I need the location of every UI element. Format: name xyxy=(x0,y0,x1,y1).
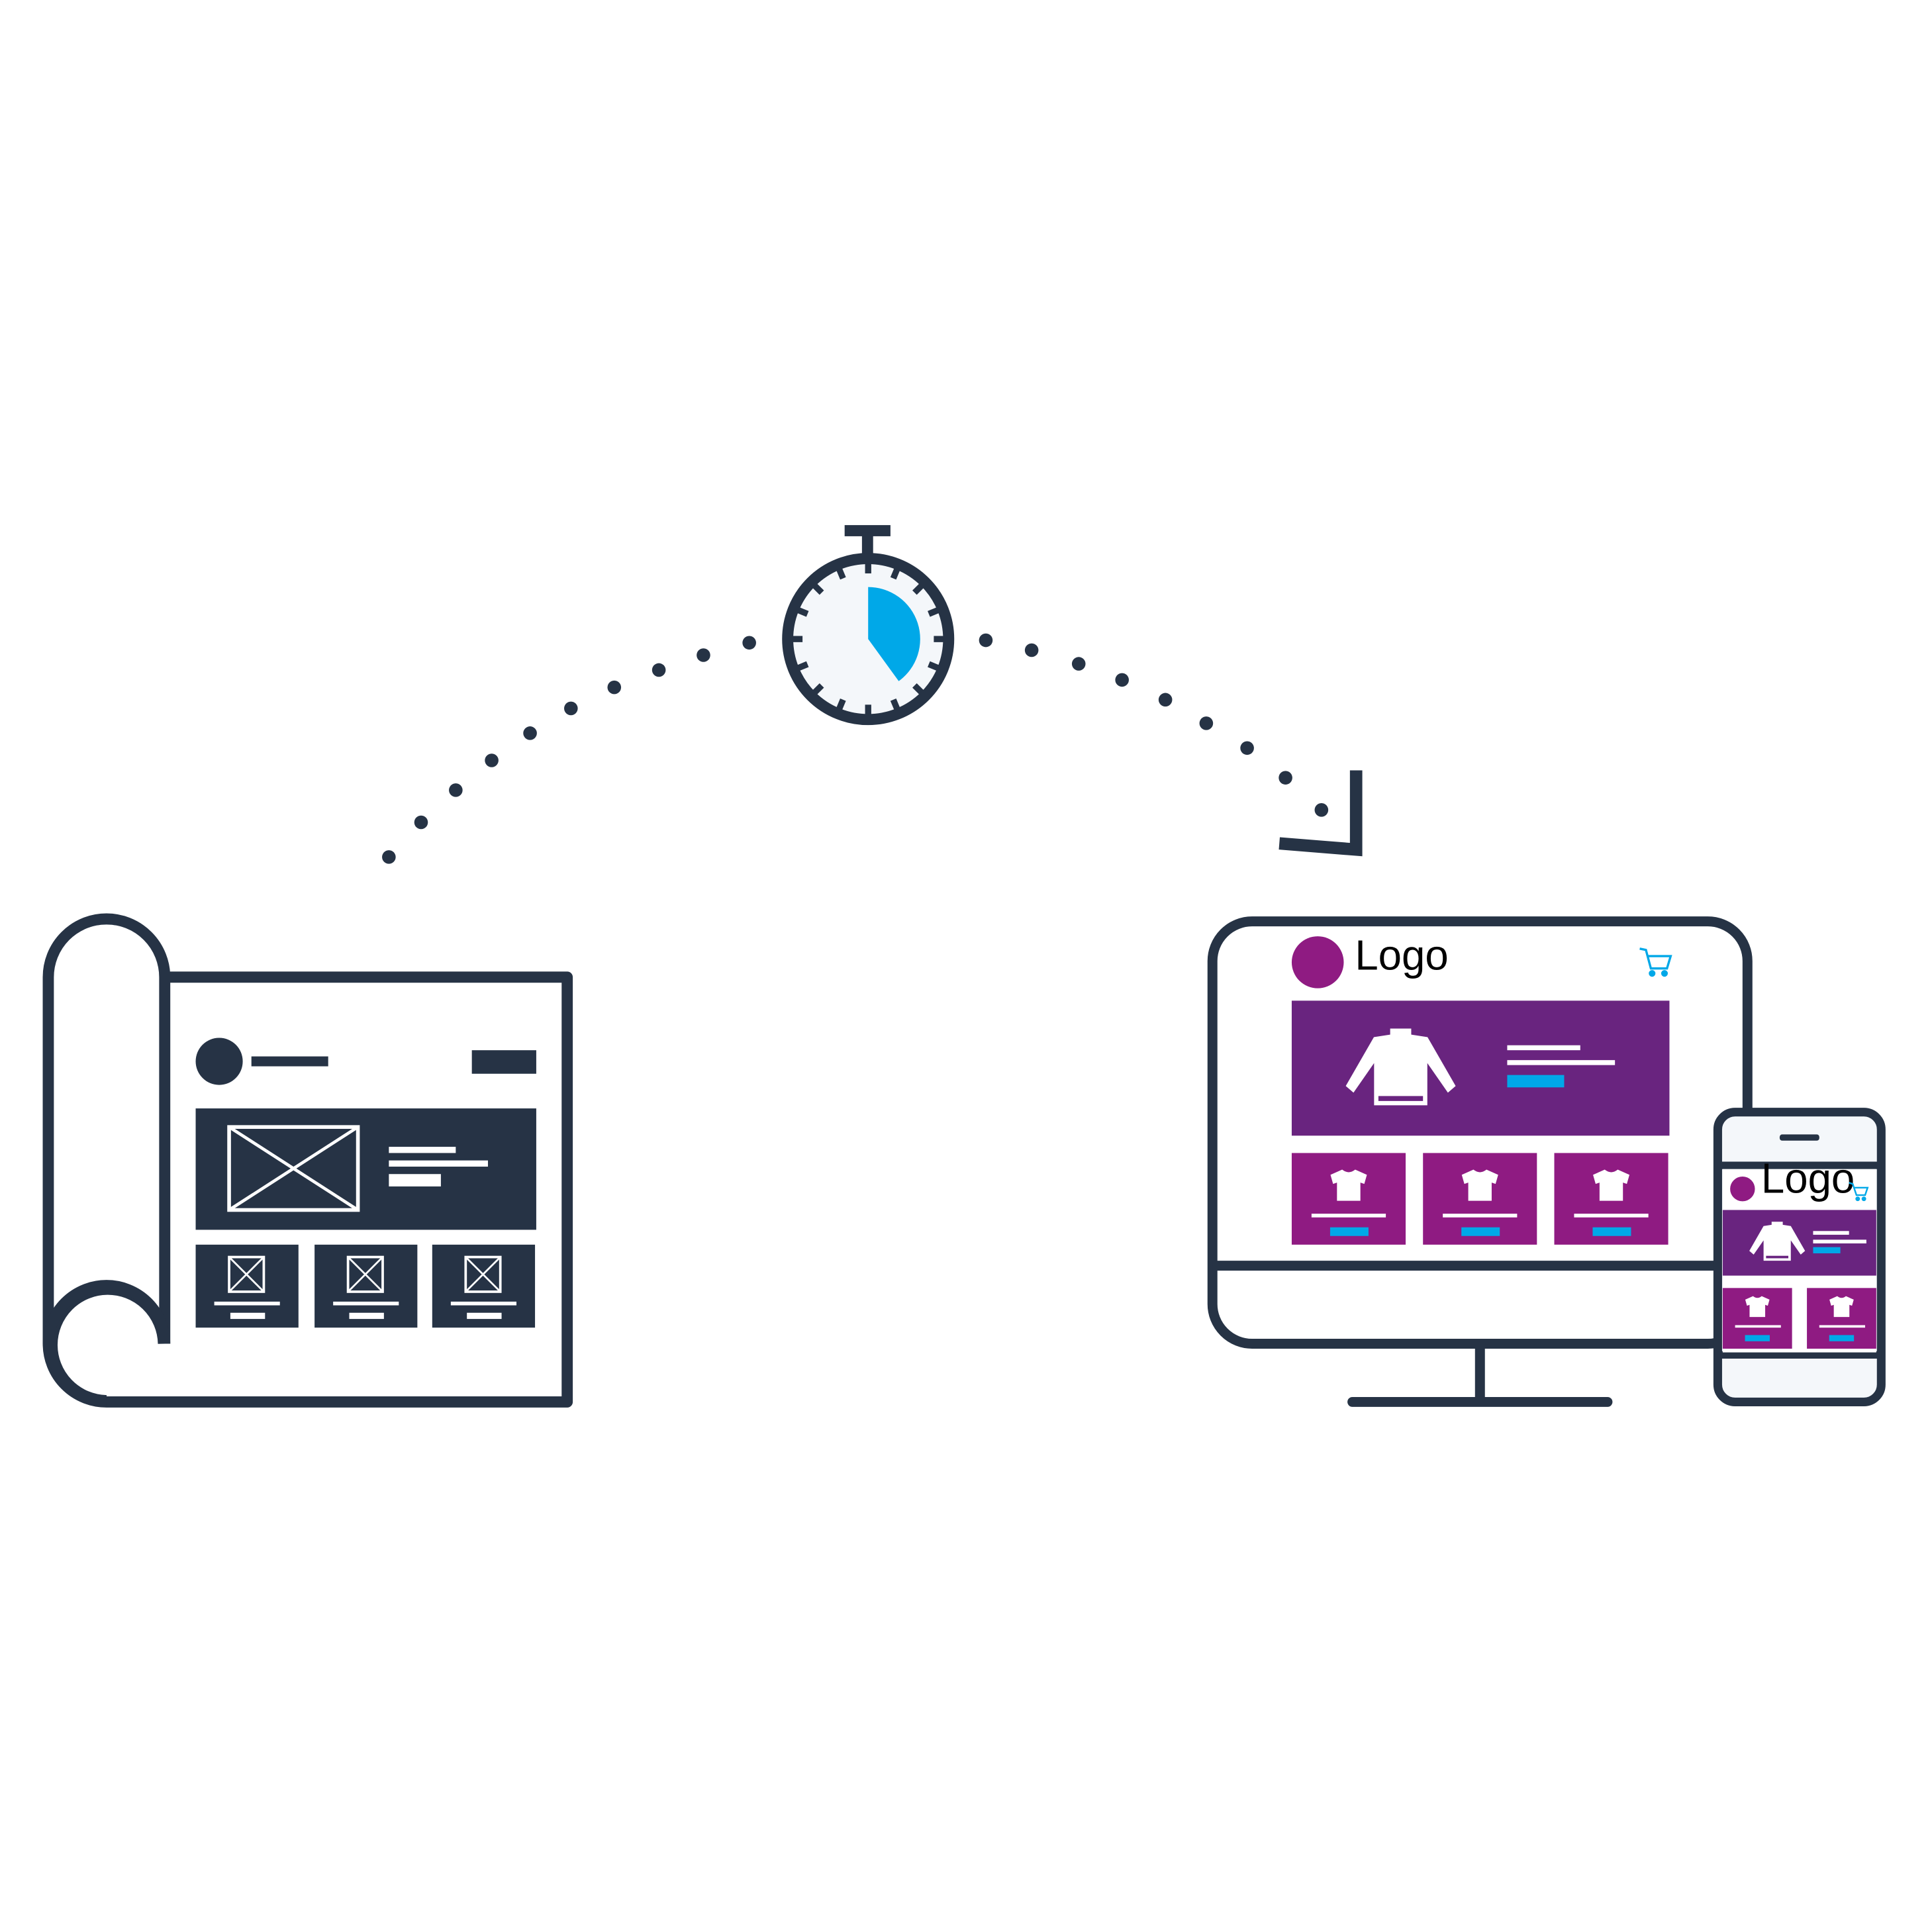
wireframe-products xyxy=(195,1244,536,1328)
cart-icon[interactable] xyxy=(1639,947,1672,977)
desktop-hero-banner xyxy=(1291,1000,1670,1136)
tshirt-icon xyxy=(1745,1296,1770,1318)
product-card[interactable] xyxy=(1722,1288,1792,1349)
wireframe-header xyxy=(195,1038,536,1085)
stopwatch-tick xyxy=(836,567,846,580)
stopwatch-tick xyxy=(890,567,900,580)
stopwatch-tick xyxy=(797,661,809,671)
phone-icon: Logo xyxy=(1713,1108,1886,1406)
phone-logo-mark xyxy=(1730,1176,1755,1202)
cart-icon[interactable] xyxy=(1849,1182,1869,1202)
phone-hero-banner xyxy=(1722,1210,1876,1276)
desktop-logo-text: Logo xyxy=(1355,932,1448,979)
stopwatch-tick xyxy=(912,583,924,595)
stopwatch-tick xyxy=(928,607,940,617)
stopwatch-tick xyxy=(928,661,940,671)
wireframe-product-tile xyxy=(195,1244,299,1328)
tshirt-icon xyxy=(1461,1169,1498,1201)
stopwatch-tick xyxy=(836,698,846,710)
desktop-monitor-icon: Logo xyxy=(1207,916,1753,1407)
product-card[interactable] xyxy=(1554,1153,1668,1245)
product-card[interactable] xyxy=(1807,1288,1876,1349)
stopwatch-progress xyxy=(868,587,920,681)
stopwatch-tick xyxy=(797,607,809,617)
stopwatch-tick xyxy=(890,698,900,710)
wireframe-hero xyxy=(195,1108,536,1230)
progress-arc xyxy=(382,633,1329,864)
stopwatch-icon xyxy=(782,525,955,726)
tshirt-icon xyxy=(1829,1296,1854,1318)
tshirt-icon xyxy=(1330,1169,1367,1201)
wireframe-product-tile xyxy=(314,1244,418,1328)
product-card[interactable] xyxy=(1291,1153,1406,1245)
stopwatch-tick xyxy=(812,583,824,595)
stopwatch-tick xyxy=(912,683,924,695)
product-card[interactable] xyxy=(1423,1153,1537,1245)
phone-logo-text: Logo xyxy=(1761,1155,1855,1202)
arrow-head-icon xyxy=(1279,770,1363,857)
wireframe-product-tile xyxy=(432,1244,536,1328)
stopwatch-tick xyxy=(812,683,824,695)
desktop-logo-mark xyxy=(1291,936,1344,989)
sweater-icon xyxy=(1344,1027,1457,1107)
desktop-product-grid xyxy=(1291,1153,1668,1245)
phone-product-grid xyxy=(1722,1288,1876,1349)
sweater-icon xyxy=(1749,1222,1806,1261)
blueprint-scroll-icon xyxy=(42,913,573,1408)
tshirt-icon xyxy=(1593,1169,1630,1201)
phone-speaker xyxy=(1779,1134,1819,1141)
